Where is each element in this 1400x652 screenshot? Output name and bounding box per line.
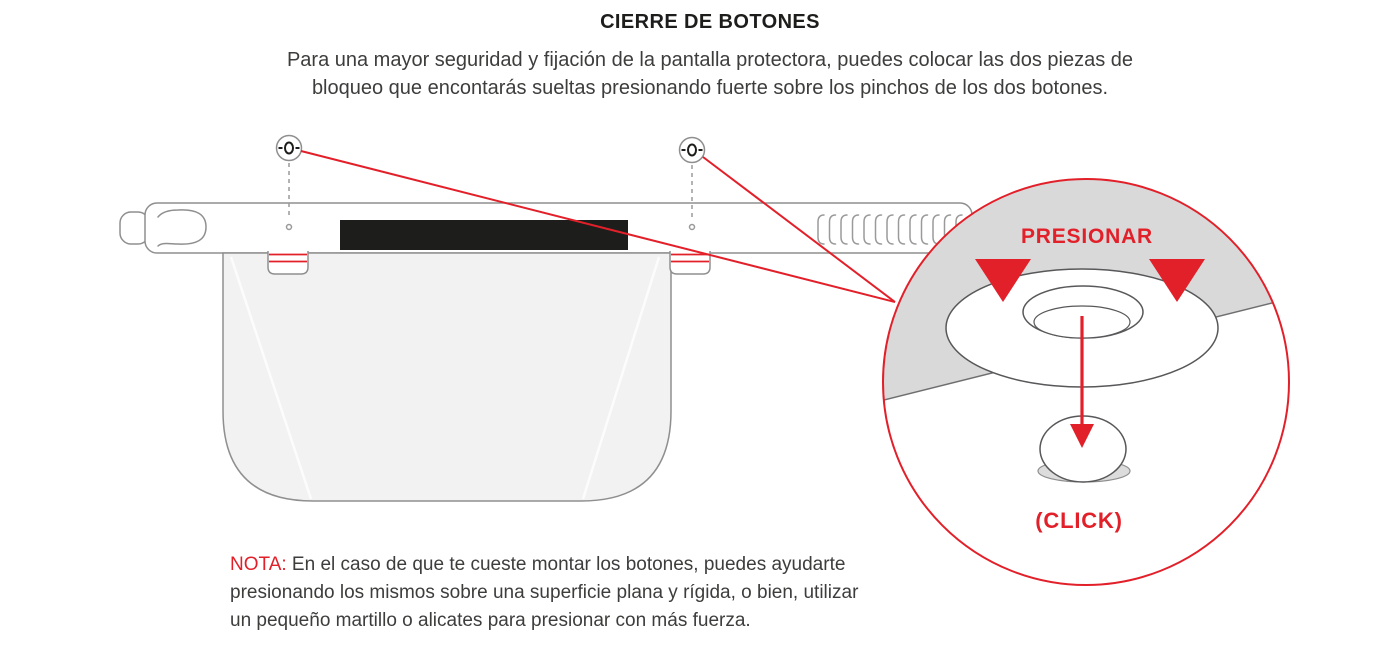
click-label: (CLICK) <box>1035 508 1123 533</box>
button-piece-icon-right <box>678 136 706 164</box>
note-line-1: NOTA: En el caso de que te cueste montar… <box>230 551 858 579</box>
note-line-1-text: En el caso de que te cueste montar los b… <box>286 554 846 575</box>
magnifier-ring <box>882 178 1290 586</box>
callout-line-right <box>702 156 896 303</box>
shield-clip-right <box>669 251 711 275</box>
face-shield <box>222 251 711 502</box>
press-arrow-right <box>1149 259 1205 302</box>
headband <box>119 202 973 254</box>
intro-line-1: Para una mayor seguridad y fijación de l… <box>286 49 1134 71</box>
button-point-left <box>285 223 293 231</box>
page-title: CIERRE DE BOTONES <box>600 11 820 33</box>
button-point-right <box>688 223 696 231</box>
note-paragraph: NOTA: En el caso de que te cueste montar… <box>230 551 858 635</box>
shield-outline <box>222 252 672 502</box>
shield-clip-left <box>267 251 309 275</box>
note-label: NOTA: <box>230 554 287 575</box>
press-arrow-left <box>975 259 1031 302</box>
intro-paragraph: Para una mayor seguridad y fijación de l… <box>20 46 1400 102</box>
button-piece-icon-left <box>275 134 303 162</box>
header: CIERRE DE BOTONES Para una mayor segurid… <box>20 10 1400 102</box>
button-markers <box>275 134 706 231</box>
callout-line-left <box>300 150 896 303</box>
shield-fold-left <box>229 256 313 500</box>
intro-line-2: bloqueo que encontarás sueltas presionan… <box>311 77 1109 99</box>
magnifier-detail <box>882 178 1290 586</box>
press-label: PRESIONAR <box>1020 225 1154 248</box>
note-line-2: presionando los mismos sobre una superfi… <box>230 582 859 603</box>
note-line-3: un pequeño martillo o alicates para pres… <box>230 610 751 631</box>
headband-hook-slot <box>157 209 207 247</box>
shield-fold-right <box>581 256 661 500</box>
foam-strip <box>340 220 628 250</box>
snap-arrow-head <box>1070 424 1094 448</box>
